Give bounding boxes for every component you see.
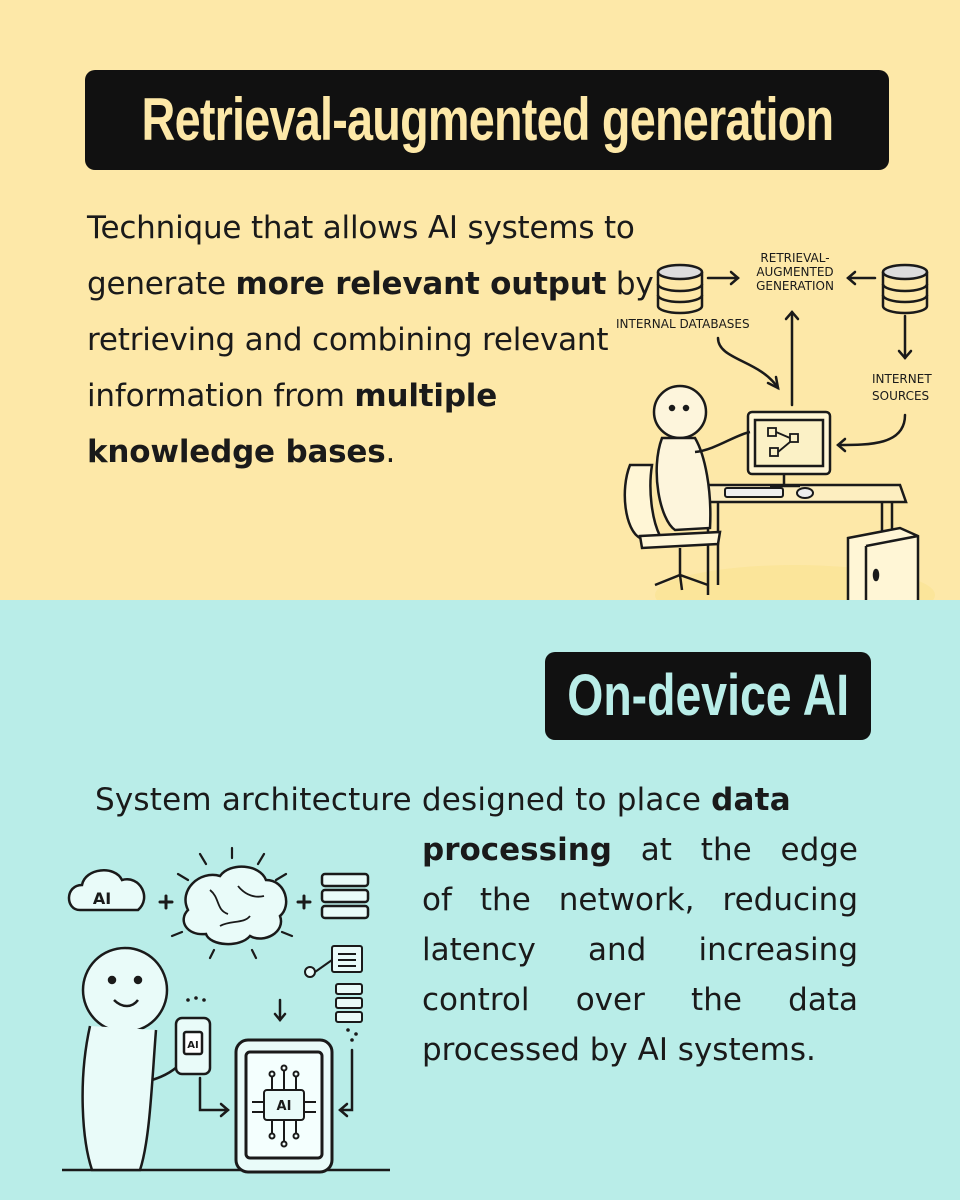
ondevice-lead-text: System architecture designed to place [95, 782, 712, 818]
ondevice-body-1: at the edge [611, 832, 858, 868]
rag-desc-part-1: Technique that allows AI systems to gene… [87, 210, 635, 302]
rag-center-label-3: GENERATION [756, 279, 834, 293]
rag-right-label-1: INTERNET [872, 372, 932, 386]
rag-title: Retrieval-augmented generation [141, 86, 834, 153]
phone-ai-label: AI [187, 1040, 198, 1051]
rag-center-label-2: AUGMENTED [756, 265, 833, 279]
signal-dots [186, 996, 358, 1042]
rag-illustration: RETRIEVAL- AUGMENTED GENERATION INTERNAL… [616, 251, 935, 600]
chair-icon [623, 463, 722, 591]
ondevice-lead-bold: data [711, 782, 791, 818]
ondevice-title: On-device AI [567, 663, 849, 728]
rag-section: Retrieval-augmented generation Technique… [0, 0, 960, 600]
rag-desc-part-2: by retrieving and combining relevant inf… [87, 266, 654, 414]
smiling-person-icon [81, 946, 183, 1172]
cloud-ai-label: AI [93, 889, 111, 908]
rag-right-label-2: SOURCES [872, 389, 929, 403]
brain-icon [182, 865, 288, 946]
ondevice-line-5: processed by AI systems. [422, 1032, 816, 1068]
plus-icons [158, 894, 312, 910]
rag-title-box: Retrieval-augmented generation [85, 70, 889, 170]
ondevice-arrows [198, 998, 354, 1118]
ondevice-section: On-device AI System architecture designe… [0, 600, 960, 1200]
cloud-icon [67, 869, 146, 912]
rag-desc-bold-1: more relevant output [235, 266, 607, 302]
monitor-icon [746, 410, 832, 488]
brain-rays [170, 846, 294, 960]
ondevice-lead-line: System architecture designed to place da… [95, 775, 865, 825]
ondevice-title-box: On-device AI [545, 652, 871, 740]
ondevice-description: processing at the edge of the network, r… [422, 825, 858, 1075]
circuit-icon [252, 1064, 316, 1148]
server-stack-icon [320, 872, 370, 920]
ondevice-line-4: control over the data [422, 982, 858, 1018]
mouse-icon [796, 487, 814, 499]
external-database-icon [881, 263, 929, 315]
rag-desc-bold-2: multiple knowledge bases [87, 378, 498, 470]
keyboard-icon [724, 487, 784, 498]
ondevice-line-2: of the network, reducing [422, 882, 858, 918]
edge-device-icon [304, 945, 363, 1023]
phone-icon [174, 1016, 212, 1076]
rag-center-label-1: RETRIEVAL- [760, 251, 829, 265]
pc-tower-icon [846, 526, 920, 600]
tablet-ai-label: AI [277, 1099, 292, 1114]
ondevice-illustration: AI [62, 846, 390, 1174]
ondevice-line-1: processing at the edge [422, 825, 858, 875]
internal-database-icon [656, 263, 704, 315]
rag-left-label: INTERNAL DATABASES [616, 317, 750, 331]
ondevice-line-3: latency and increasing [422, 932, 858, 968]
rag-arrows [706, 270, 913, 453]
stick-figure-icon [652, 384, 751, 532]
ondevice-body-bold: processing [422, 832, 612, 868]
rag-desc-part-3: . [385, 434, 396, 470]
rag-description: Technique that allows AI systems to gene… [87, 200, 667, 480]
